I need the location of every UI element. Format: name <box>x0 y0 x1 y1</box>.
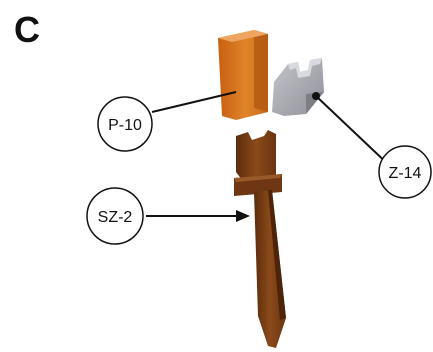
panel-letter: C <box>14 9 40 50</box>
part-p10 <box>218 30 268 120</box>
leader-dot-z14 <box>312 92 320 100</box>
callout-label-z14: Z-14 <box>389 165 422 182</box>
leader-line-z14 <box>315 95 393 169</box>
callout-label-p10: P-10 <box>108 117 142 134</box>
callout-p10: P-10 <box>97 96 153 152</box>
leader-arrowhead-sz2 <box>236 210 250 222</box>
part-z14 <box>272 58 324 116</box>
callout-label-sz2: SZ-2 <box>98 209 133 226</box>
part-sz2 <box>234 130 286 348</box>
callout-z14: Z-14 <box>378 145 432 199</box>
leader-line-p10 <box>151 91 237 113</box>
callout-sz2: SZ-2 <box>86 187 144 245</box>
